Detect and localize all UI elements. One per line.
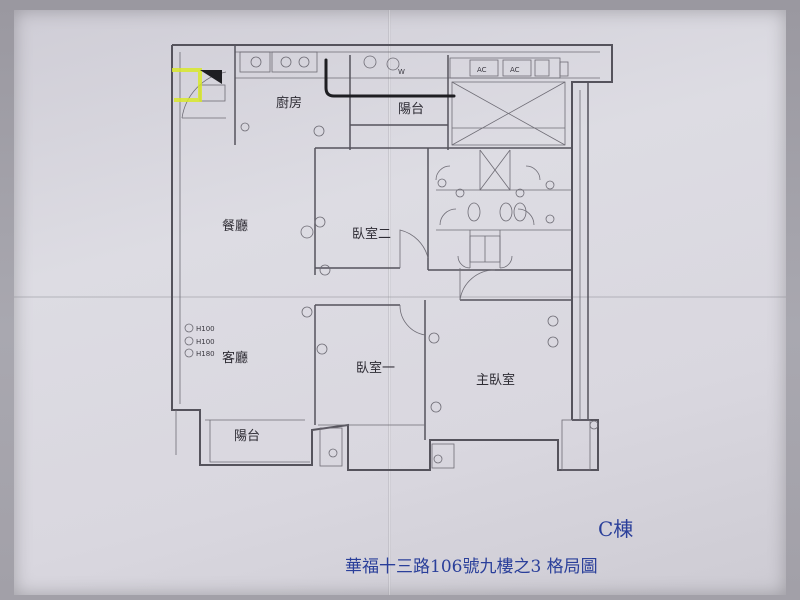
room-living: 客廳 — [222, 350, 248, 366]
room-balcony-bottom: 陽台 — [234, 429, 260, 444]
room-dining: 餐廳 — [222, 218, 248, 234]
room-kitchen: 廚房 — [276, 95, 302, 111]
room-balcony-top: 陽台 — [398, 102, 424, 117]
fixtures — [184, 51, 599, 471]
handwritten-caption: 華福十三路106號九樓之3 格局圖 — [345, 557, 598, 577]
height-label-1: H100 — [196, 325, 215, 333]
ac-label-2: AC — [510, 66, 520, 74]
paper-sheet — [14, 10, 786, 595]
interior-walls — [209, 45, 572, 463]
paper-fold-horizontal — [14, 296, 786, 298]
handwritten-building: C棟 — [598, 517, 633, 541]
room-bedroom-2: 臥室二 — [352, 226, 391, 242]
room-master-bedroom: 主臥室 — [476, 372, 515, 388]
room-bedroom-1: 臥室一 — [356, 360, 395, 376]
paper-fold-vertical — [388, 10, 391, 595]
washer-label: W — [398, 68, 405, 76]
triangle-marker — [200, 70, 222, 84]
outer-walls — [171, 44, 613, 471]
doors — [181, 71, 541, 336]
height-label-3: H180 — [196, 350, 215, 358]
ac-label-1: AC — [477, 66, 487, 74]
height-label-2: H100 — [196, 338, 215, 346]
highlighter-mark — [172, 68, 202, 102]
pipe-line — [324, 58, 456, 98]
